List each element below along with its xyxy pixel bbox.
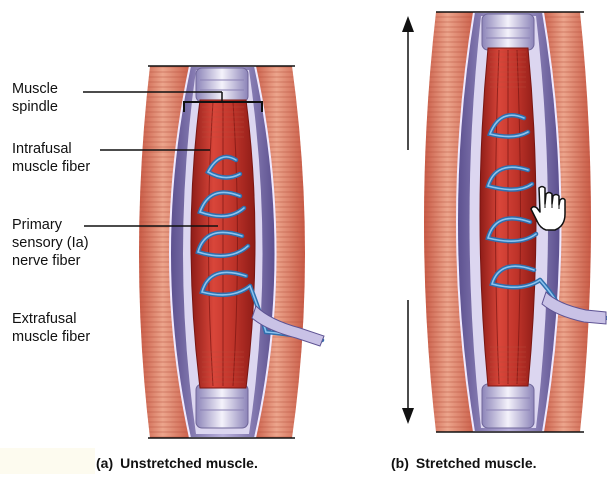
label-line: Muscle [12, 80, 58, 98]
spindle-cap-bottom [196, 384, 248, 428]
caption-tag: (a) [96, 455, 113, 471]
stretch-arrow-up-icon [402, 16, 414, 150]
label-muscle-spindle: Muscle spindle [12, 80, 58, 116]
caption-text: Unstretched muscle. [120, 455, 258, 471]
label-line: muscle fiber [12, 328, 90, 346]
label-primary-sensory: Primary sensory (Ia) nerve fiber [12, 216, 89, 270]
spindle-cap-top-b [482, 14, 534, 50]
panel-stretched [402, 12, 606, 432]
label-line: Extrafusal [12, 310, 90, 328]
stretch-arrow-down-icon [402, 300, 414, 424]
caption-text: Stretched muscle. [416, 455, 537, 471]
caption-tag: (b) [391, 455, 409, 471]
caption-stretched: (b) Stretched muscle. [391, 455, 537, 471]
label-line: Intrafusal [12, 140, 90, 158]
label-line: sensory (Ia) [12, 234, 89, 252]
label-intrafusal: Intrafusal muscle fiber [12, 140, 90, 176]
label-line: muscle fiber [12, 158, 90, 176]
label-line: spindle [12, 98, 58, 116]
spindle-cap-bottom-b [482, 384, 534, 428]
panel-unstretched [83, 66, 324, 438]
label-line: Primary [12, 216, 89, 234]
label-line: nerve fiber [12, 252, 89, 270]
caption-unstretched: (a) Unstretched muscle. [96, 455, 258, 471]
label-extrafusal: Extrafusal muscle fiber [12, 310, 90, 346]
